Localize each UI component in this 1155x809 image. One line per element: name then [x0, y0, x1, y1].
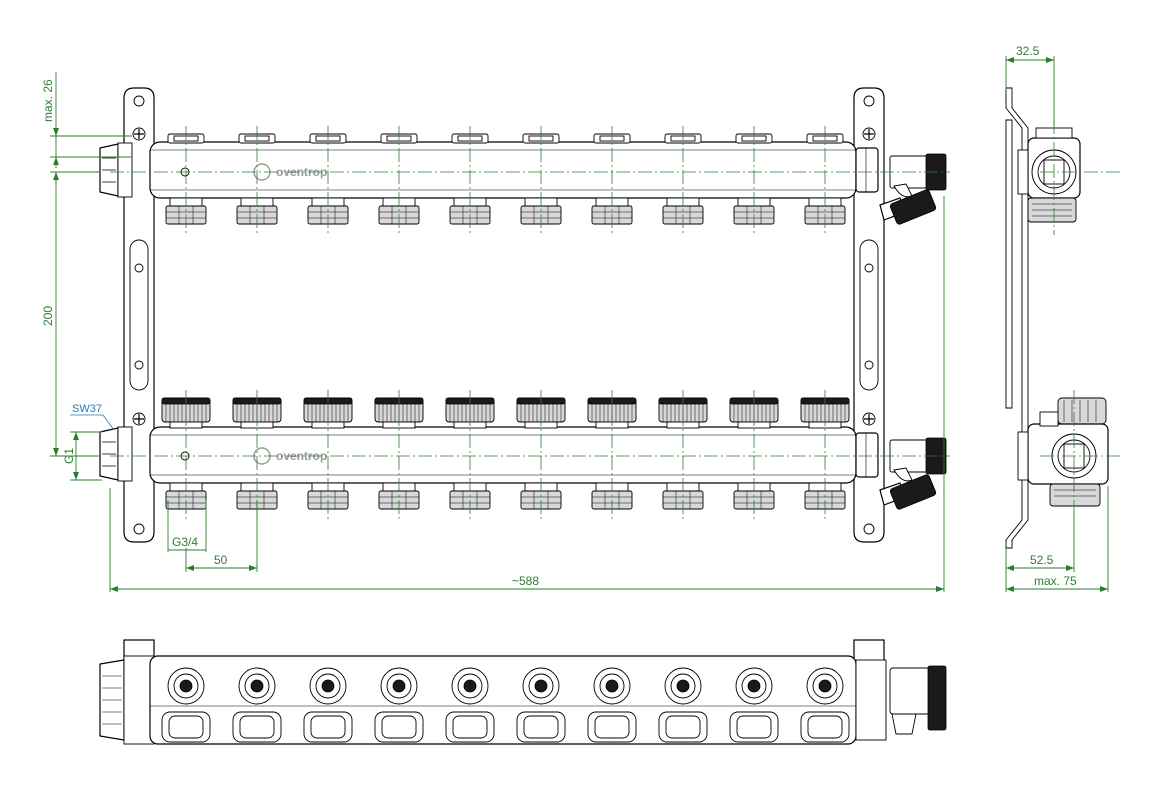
dim-max-75: max. 75: [1034, 574, 1077, 588]
return-outlets: [165, 482, 846, 510]
top-view-outlet: [445, 667, 495, 743]
callout-sw37: SW37: [72, 403, 102, 415]
dim-32-5: 32.5: [1016, 44, 1040, 58]
front-view: oventrop oventrop: [99, 87, 950, 543]
top-view-outlet: [161, 667, 211, 743]
brand-text-bottom: oventrop: [276, 449, 327, 463]
top-view-outlet: [374, 667, 424, 743]
top-view-outlet: [800, 667, 850, 743]
side-view: [1005, 87, 1120, 549]
brand-text-top: oventrop: [276, 165, 327, 179]
top-view-outlet: [516, 667, 566, 743]
top-view-outlet: [587, 667, 637, 743]
return-bar: [99, 426, 947, 510]
top-view-outlet: [658, 667, 708, 743]
dim-588: ~588: [512, 574, 539, 588]
top-view-outlet: [303, 667, 353, 743]
top-view-outlet: [729, 667, 779, 743]
front-dimensions: max. 26 200 SW37 G1 G3/4 50: [41, 72, 945, 592]
dim-200: 200: [41, 306, 55, 326]
return-valve-knobs: [161, 397, 850, 429]
dim-max-26: max. 26: [41, 79, 55, 122]
supply-outlets: [165, 197, 846, 225]
right-bracket: [853, 87, 885, 543]
top-view-outlets: [161, 667, 850, 743]
top-view-outlet: [232, 667, 282, 743]
dim-52-5: 52.5: [1030, 553, 1054, 567]
supply-bar: [99, 141, 947, 225]
dim-g1: G1: [62, 448, 76, 464]
dim-50: 50: [214, 553, 228, 567]
dim-g3-4: G3/4: [172, 535, 198, 549]
top-view: [99, 639, 947, 745]
outlet-centerlines: [185, 126, 826, 520]
side-dimensions: 32.5 52.5 max. 75: [1005, 44, 1109, 592]
